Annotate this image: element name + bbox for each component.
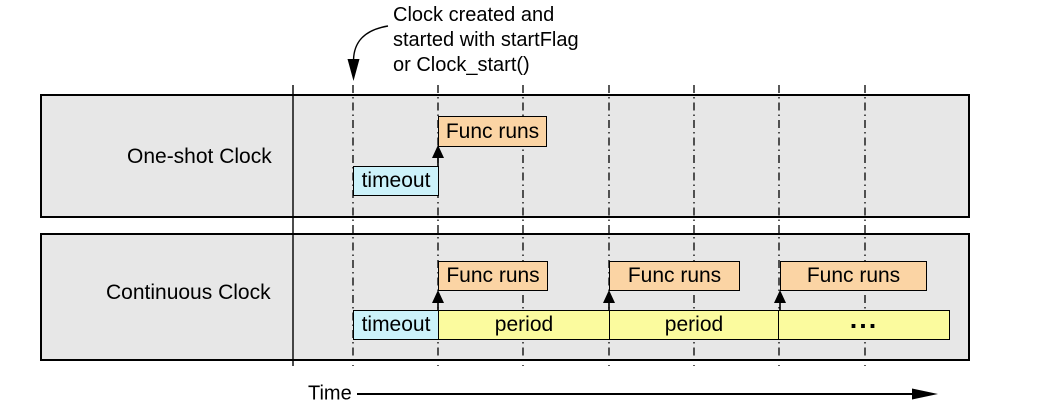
annotation-line: Clock created and — [393, 4, 555, 26]
continuous-timeout-box: timeout — [353, 310, 439, 340]
oneshot-func-runs-box: Func runs — [438, 116, 547, 147]
ellipsis-text: ... — [849, 303, 879, 334]
period-ellipsis-box: ... — [778, 304, 950, 340]
time-axis-arrow — [357, 388, 938, 400]
continuous-row-label: Continuous Clock — [106, 281, 271, 304]
oneshot-row-label: One-shot Clock — [127, 145, 272, 168]
annotation-line: or Clock_start() — [393, 54, 530, 76]
time-axis-label: Time — [308, 382, 352, 405]
annotation-line: started with startFlag — [393, 29, 579, 51]
period-box-1: period — [438, 310, 610, 340]
continuous-func-runs-box-3: Func runs — [780, 261, 927, 291]
continuous-func-runs-box-1: Func runs — [438, 261, 548, 291]
oneshot-timeout-box: timeout — [353, 166, 439, 196]
period-box-2: period — [609, 310, 779, 340]
start-annotation: Clock created and started with startFlag… — [393, 3, 579, 78]
oneshot-row — [40, 94, 970, 218]
continuous-func-runs-box-2: Func runs — [609, 261, 740, 291]
annotation-arrow — [347, 25, 389, 81]
